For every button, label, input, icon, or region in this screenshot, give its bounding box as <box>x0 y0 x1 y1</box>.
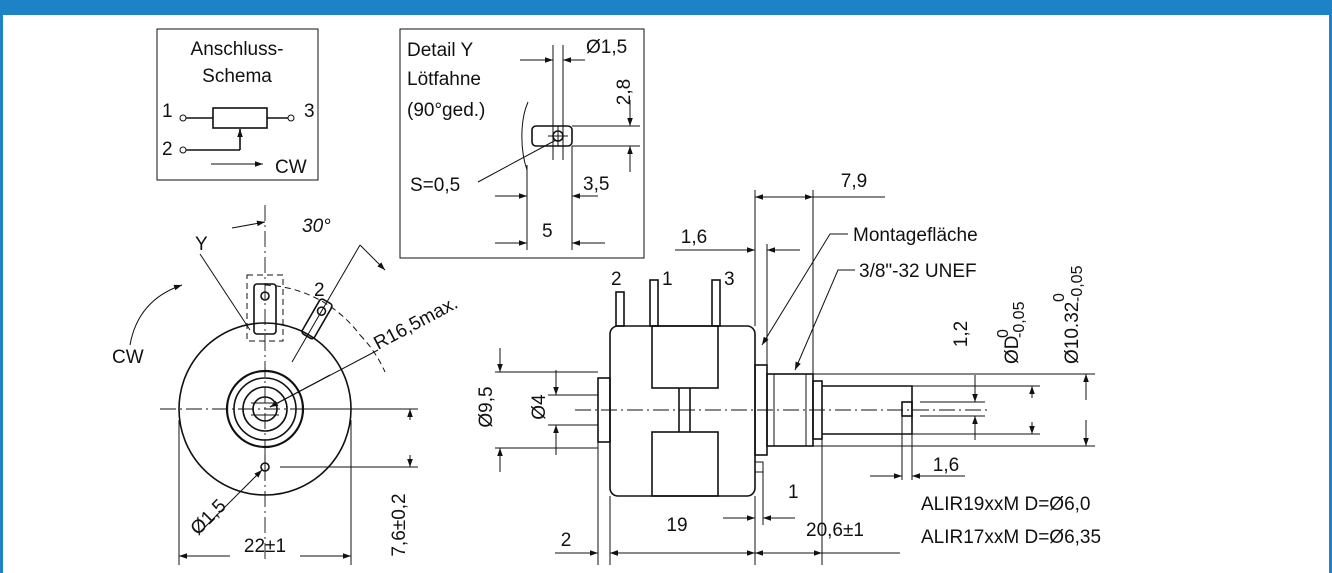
side-dim-D-tol-lower: -0,05 <box>1011 301 1028 338</box>
detail-height-dimension: 2,8 <box>614 79 635 105</box>
side-label-thread: 3/8"-32 UNEF <box>859 261 977 282</box>
detail-3-5-dimension: 3,5 <box>583 174 609 195</box>
side-dim-7-9: 7,9 <box>841 171 867 192</box>
side-dim-D-tol-upper: 0 <box>995 329 1012 338</box>
side-dim-1-6-bottom: 1,6 <box>933 455 959 476</box>
side-pin-1: 1 <box>662 269 673 290</box>
front-label-cw: CW <box>112 347 144 368</box>
side-dim-1032: Ø10.32 <box>1062 302 1083 364</box>
schema-direction: CW <box>275 157 307 178</box>
side-dim-1-2: 1,2 <box>951 321 972 347</box>
detail-5-dimension: 5 <box>542 221 553 242</box>
side-pin-3: 3 <box>724 269 735 290</box>
drawing-frame <box>0 15 1332 573</box>
detail-thickness-dimension: S=0,5 <box>410 175 460 196</box>
schema-title-1: Anschluss- <box>191 39 284 60</box>
side-dim-19: 19 <box>666 515 687 536</box>
detail-hole-dimension: Ø1,5 <box>586 37 627 58</box>
side-dim-1032-tol-lower: -0,05 <box>1069 265 1086 302</box>
detail-subtitle: Lötfahne <box>407 69 481 90</box>
front-pin-2: 2 <box>314 280 325 301</box>
header-bar <box>0 0 1332 15</box>
schema-pin-2: 2 <box>162 139 173 160</box>
side-dim-20-6: 20,6±1 <box>806 520 864 541</box>
side-dim-1: 1 <box>788 482 799 503</box>
front-angle: 30° <box>302 216 331 237</box>
variant-2: ALIR17xxM D=Ø6,35 <box>921 527 1101 548</box>
front-radius-dimension: R16,5max. <box>370 293 461 355</box>
side-dim-d4: Ø4 <box>529 394 550 420</box>
side-dim-D: ØD <box>1002 336 1023 365</box>
schema-pin-1: 1 <box>162 101 173 122</box>
detail-y: Detail Y Lötfahne (90°ged.) Ø1,5 2,8 S=0… <box>399 28 645 259</box>
front-hole-dimension: Ø1,5 <box>187 496 231 540</box>
side-label-mount: Montagefläche <box>853 225 978 246</box>
detail-title: Detail Y <box>407 40 474 61</box>
side-dim-1032-tol-upper: 0 <box>1051 293 1068 302</box>
side-dim-1-6-top: 1,6 <box>681 227 707 248</box>
schema-title-2: Schema <box>202 66 272 87</box>
variant-1: ALIR19xxM D=Ø6,0 <box>921 494 1091 515</box>
front-label-y: Y <box>195 234 208 255</box>
connection-schema: Anschluss- Schema 1 3 2 CW <box>156 28 319 181</box>
side-dim-2: 2 <box>561 530 572 551</box>
front-offset-dimension: 7,6±0,2 <box>389 493 410 556</box>
side-view: 7,9 1,6 Montagefläche 3/8"-32 UNEF 2 1 3… <box>476 171 1101 565</box>
front-view: Y CW 30° 2 R16,5max. Ø1,5 22±1 7,6±0,2 <box>112 205 461 565</box>
side-pin-2: 2 <box>611 269 622 290</box>
detail-note: (90°ged.) <box>407 100 485 121</box>
side-dim-d95: Ø9,5 <box>476 386 497 427</box>
schema-pin-3: 3 <box>304 101 315 122</box>
